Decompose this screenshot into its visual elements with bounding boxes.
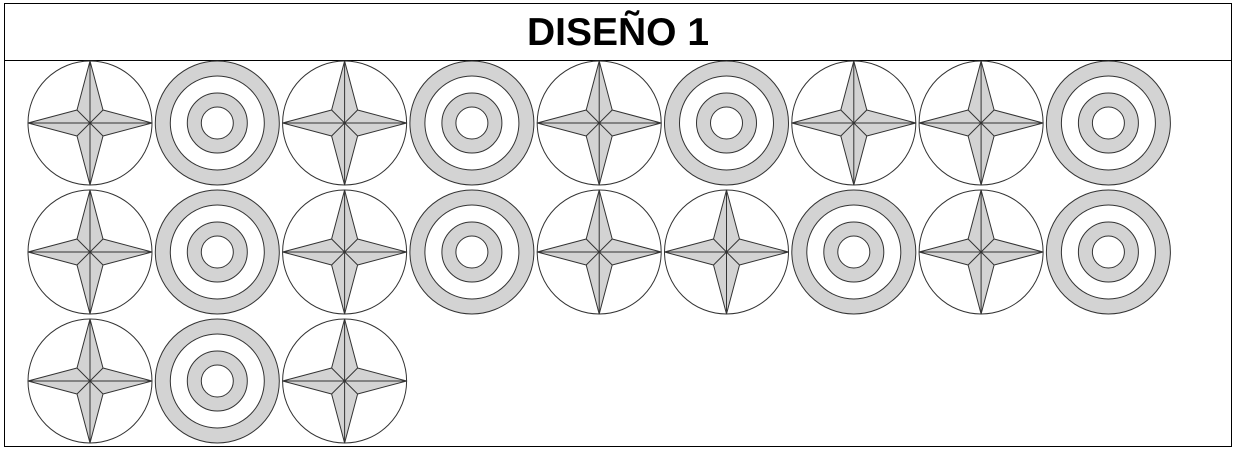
target-tile — [154, 189, 280, 315]
star-tile — [282, 318, 408, 444]
design-frame: DISEÑO 1 — [4, 3, 1232, 447]
star-tile — [536, 189, 662, 315]
target-tile — [409, 189, 535, 315]
design-title: DISEÑO 1 — [5, 4, 1231, 61]
star-tile — [27, 189, 153, 315]
target-tile — [664, 60, 789, 186]
star-tile — [536, 60, 662, 186]
star-tile — [27, 318, 153, 444]
star-tile — [282, 189, 408, 315]
star-tile — [918, 189, 1044, 315]
star-tile — [27, 60, 153, 186]
target-tile — [1045, 60, 1171, 186]
target-tile — [154, 60, 280, 186]
target-tile — [791, 189, 917, 315]
target-tile — [1045, 189, 1171, 315]
star-tile — [282, 60, 408, 186]
star-tile — [918, 60, 1044, 186]
star-tile — [791, 60, 917, 186]
star-tile — [664, 189, 789, 315]
target-tile — [409, 60, 535, 186]
target-tile — [154, 318, 280, 444]
